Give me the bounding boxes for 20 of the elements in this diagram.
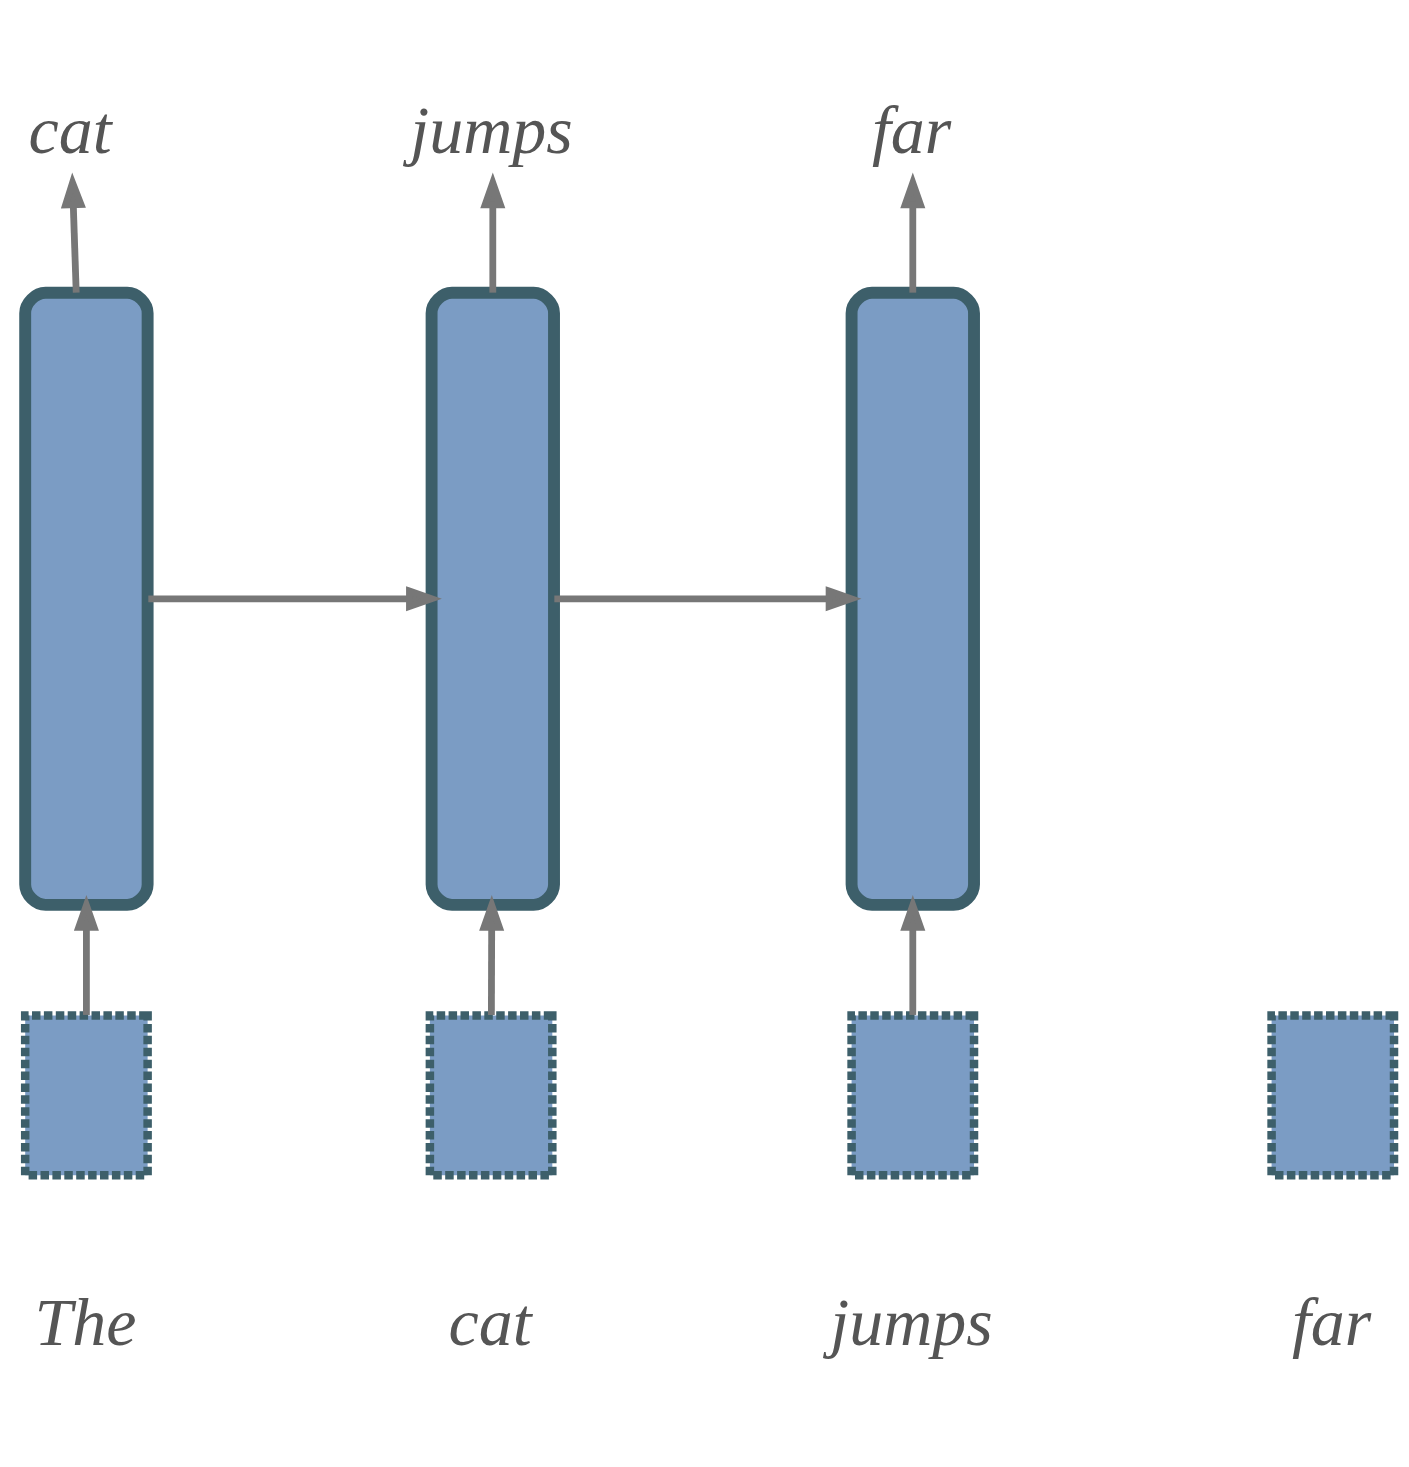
arrow: [900, 171, 926, 293]
arrow: [73, 894, 99, 1015]
node-box: [20, 1010, 152, 1179]
arrow: [480, 171, 506, 293]
node-box: [1267, 1010, 1399, 1179]
node-label: cat: [448, 1283, 532, 1360]
arrow: [60, 171, 86, 293]
arrow: [554, 585, 862, 611]
node-bar: [845, 286, 980, 911]
node-label: far: [1291, 1283, 1372, 1360]
node-bar: [19, 286, 154, 911]
node-text: far: [871, 91, 952, 168]
node-label: The: [34, 1283, 137, 1360]
node-box: [425, 1010, 557, 1179]
arrow: [148, 585, 442, 611]
arrow: [900, 894, 926, 1015]
node-text: cat: [28, 91, 112, 168]
node-bar: [425, 286, 560, 911]
arrow: [479, 894, 505, 1015]
node-box: [847, 1010, 979, 1179]
